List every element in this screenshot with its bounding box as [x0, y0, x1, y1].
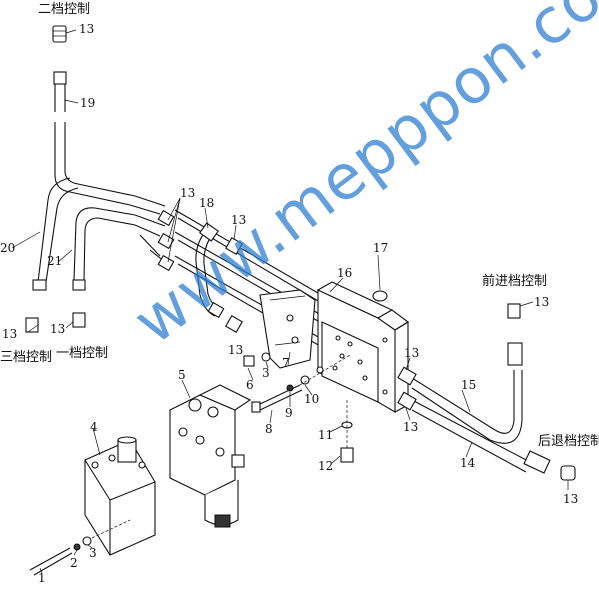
fitting-third-gear — [25, 317, 39, 333]
part-number-13: 13 — [403, 420, 419, 434]
label-second-gear: 二档控制 — [38, 2, 91, 17]
o-ring-17 — [372, 290, 388, 302]
part-number-5: 5 — [178, 368, 186, 382]
hose-19 — [52, 25, 136, 206]
part-number-13: 13 — [231, 213, 247, 227]
part-number-3: 3 — [89, 546, 97, 560]
fitting-forward-gear — [507, 303, 521, 319]
bolt-1 — [29, 519, 131, 576]
part-number-13: 13 — [404, 346, 420, 360]
part-number-9: 9 — [285, 406, 293, 420]
valve-body-5 — [169, 384, 252, 528]
label-forward-gear: 前进档控制 — [482, 274, 548, 289]
part-number-14: 14 — [460, 456, 476, 470]
part-number-1: 1 — [38, 571, 46, 585]
part-number-16: 16 — [337, 266, 353, 280]
part-number-13: 13 — [534, 295, 550, 309]
part-number-13: 13 — [2, 327, 18, 341]
part-number-11: 11 — [318, 428, 334, 442]
hose-18 — [195, 222, 225, 319]
block-4 — [84, 436, 156, 556]
part-number-20: 20 — [0, 241, 16, 255]
part-number-19: 19 — [80, 96, 96, 110]
hose-15-end — [507, 342, 523, 366]
fitting-reverse-gear — [560, 465, 576, 481]
cover-plate — [321, 321, 379, 403]
part-number-6: 6 — [246, 378, 254, 392]
fitting-first-gear — [72, 312, 86, 328]
hose-19-nut — [53, 71, 67, 85]
leader-lines — [11, 29, 569, 574]
part-number-3: 3 — [262, 366, 270, 380]
label-reverse-gear: 后退档控制 — [538, 434, 599, 449]
fittings-13-cluster — [157, 209, 243, 333]
plug-12 — [340, 447, 354, 463]
small-parts — [243, 352, 351, 413]
hose-14 — [411, 399, 576, 481]
part-number-10: 10 — [304, 392, 320, 406]
hose-21 — [72, 207, 136, 328]
label-first-gear: 一档控制 — [56, 346, 109, 361]
label-third-gear: 三档控制 — [0, 350, 53, 365]
part-number-2: 2 — [70, 556, 78, 570]
part-number-12: 12 — [318, 459, 334, 473]
part-number-8: 8 — [265, 422, 273, 436]
part-number-17: 17 — [373, 241, 389, 255]
manifold-block-16 — [316, 281, 409, 413]
part-number-18: 18 — [199, 196, 215, 210]
part-number-21: 21 — [47, 254, 63, 268]
part-number-7: 7 — [282, 356, 290, 370]
part-number-13: 13 — [50, 322, 66, 336]
part-number-13: 13 — [563, 492, 579, 506]
part-number-13: 13 — [79, 22, 95, 36]
part-number-15: 15 — [461, 378, 477, 392]
fitting-top-13 — [52, 25, 67, 43]
part-number-4: 4 — [90, 420, 98, 434]
hose-15 — [411, 303, 523, 444]
part-number-13: 13 — [228, 343, 244, 357]
hose-20 — [25, 177, 79, 333]
part-number-13: 13 — [180, 186, 196, 200]
